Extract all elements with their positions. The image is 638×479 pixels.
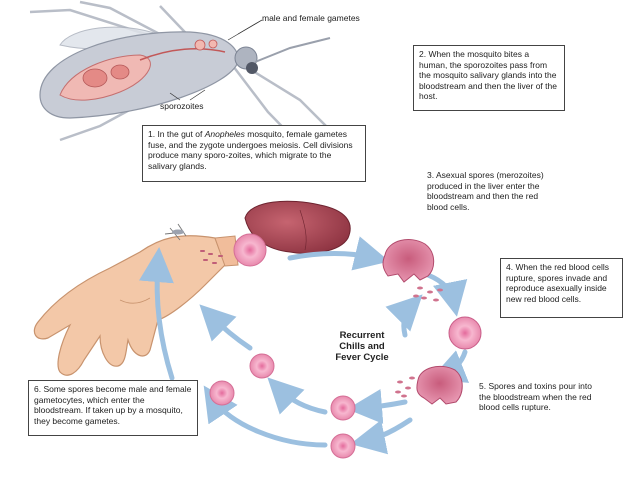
liver-illustration [244,200,351,254]
step-4-box: 4. When the red blood cells rupture, spo… [500,258,623,318]
step-5-box: 5. Spores and toxins pour into the blood… [474,378,606,430]
sporozoites-label: sporozoites [160,101,204,111]
step-1-box: 1. In the gut of Anopheles mosquito, fem… [142,125,366,182]
red-blood-cells [209,233,482,459]
step-3-box: 3. Asexual spores (merozoites) produced … [422,167,552,231]
step-1-post: mosquito, female gametes fuse, and the z… [148,129,353,171]
cycle-line-1: Recurrent [339,330,385,341]
sporozoite-dots [200,250,223,264]
step-2-box: 2. When the mosquito bites a human, the … [413,45,565,111]
step-1-emphasis: Anopheles [204,129,245,139]
hand-illustration [33,223,239,376]
gametes-label: male and female gametes [262,13,360,23]
cycle-line-3: Fever Cycle [335,352,389,363]
rbc-entering [233,233,267,267]
recurrent-cycle-label: Recurrent Chills and Fever Cycle [322,330,402,363]
merozoite-dots [395,286,443,398]
mosquito-illustration [29,0,341,151]
step-1-pre: 1. In the gut of [148,129,205,139]
ruptured-cells [382,239,463,405]
step-6-box: 6. Some spores become male and female ga… [28,380,198,436]
cycle-line-2: Chills and [339,341,385,352]
